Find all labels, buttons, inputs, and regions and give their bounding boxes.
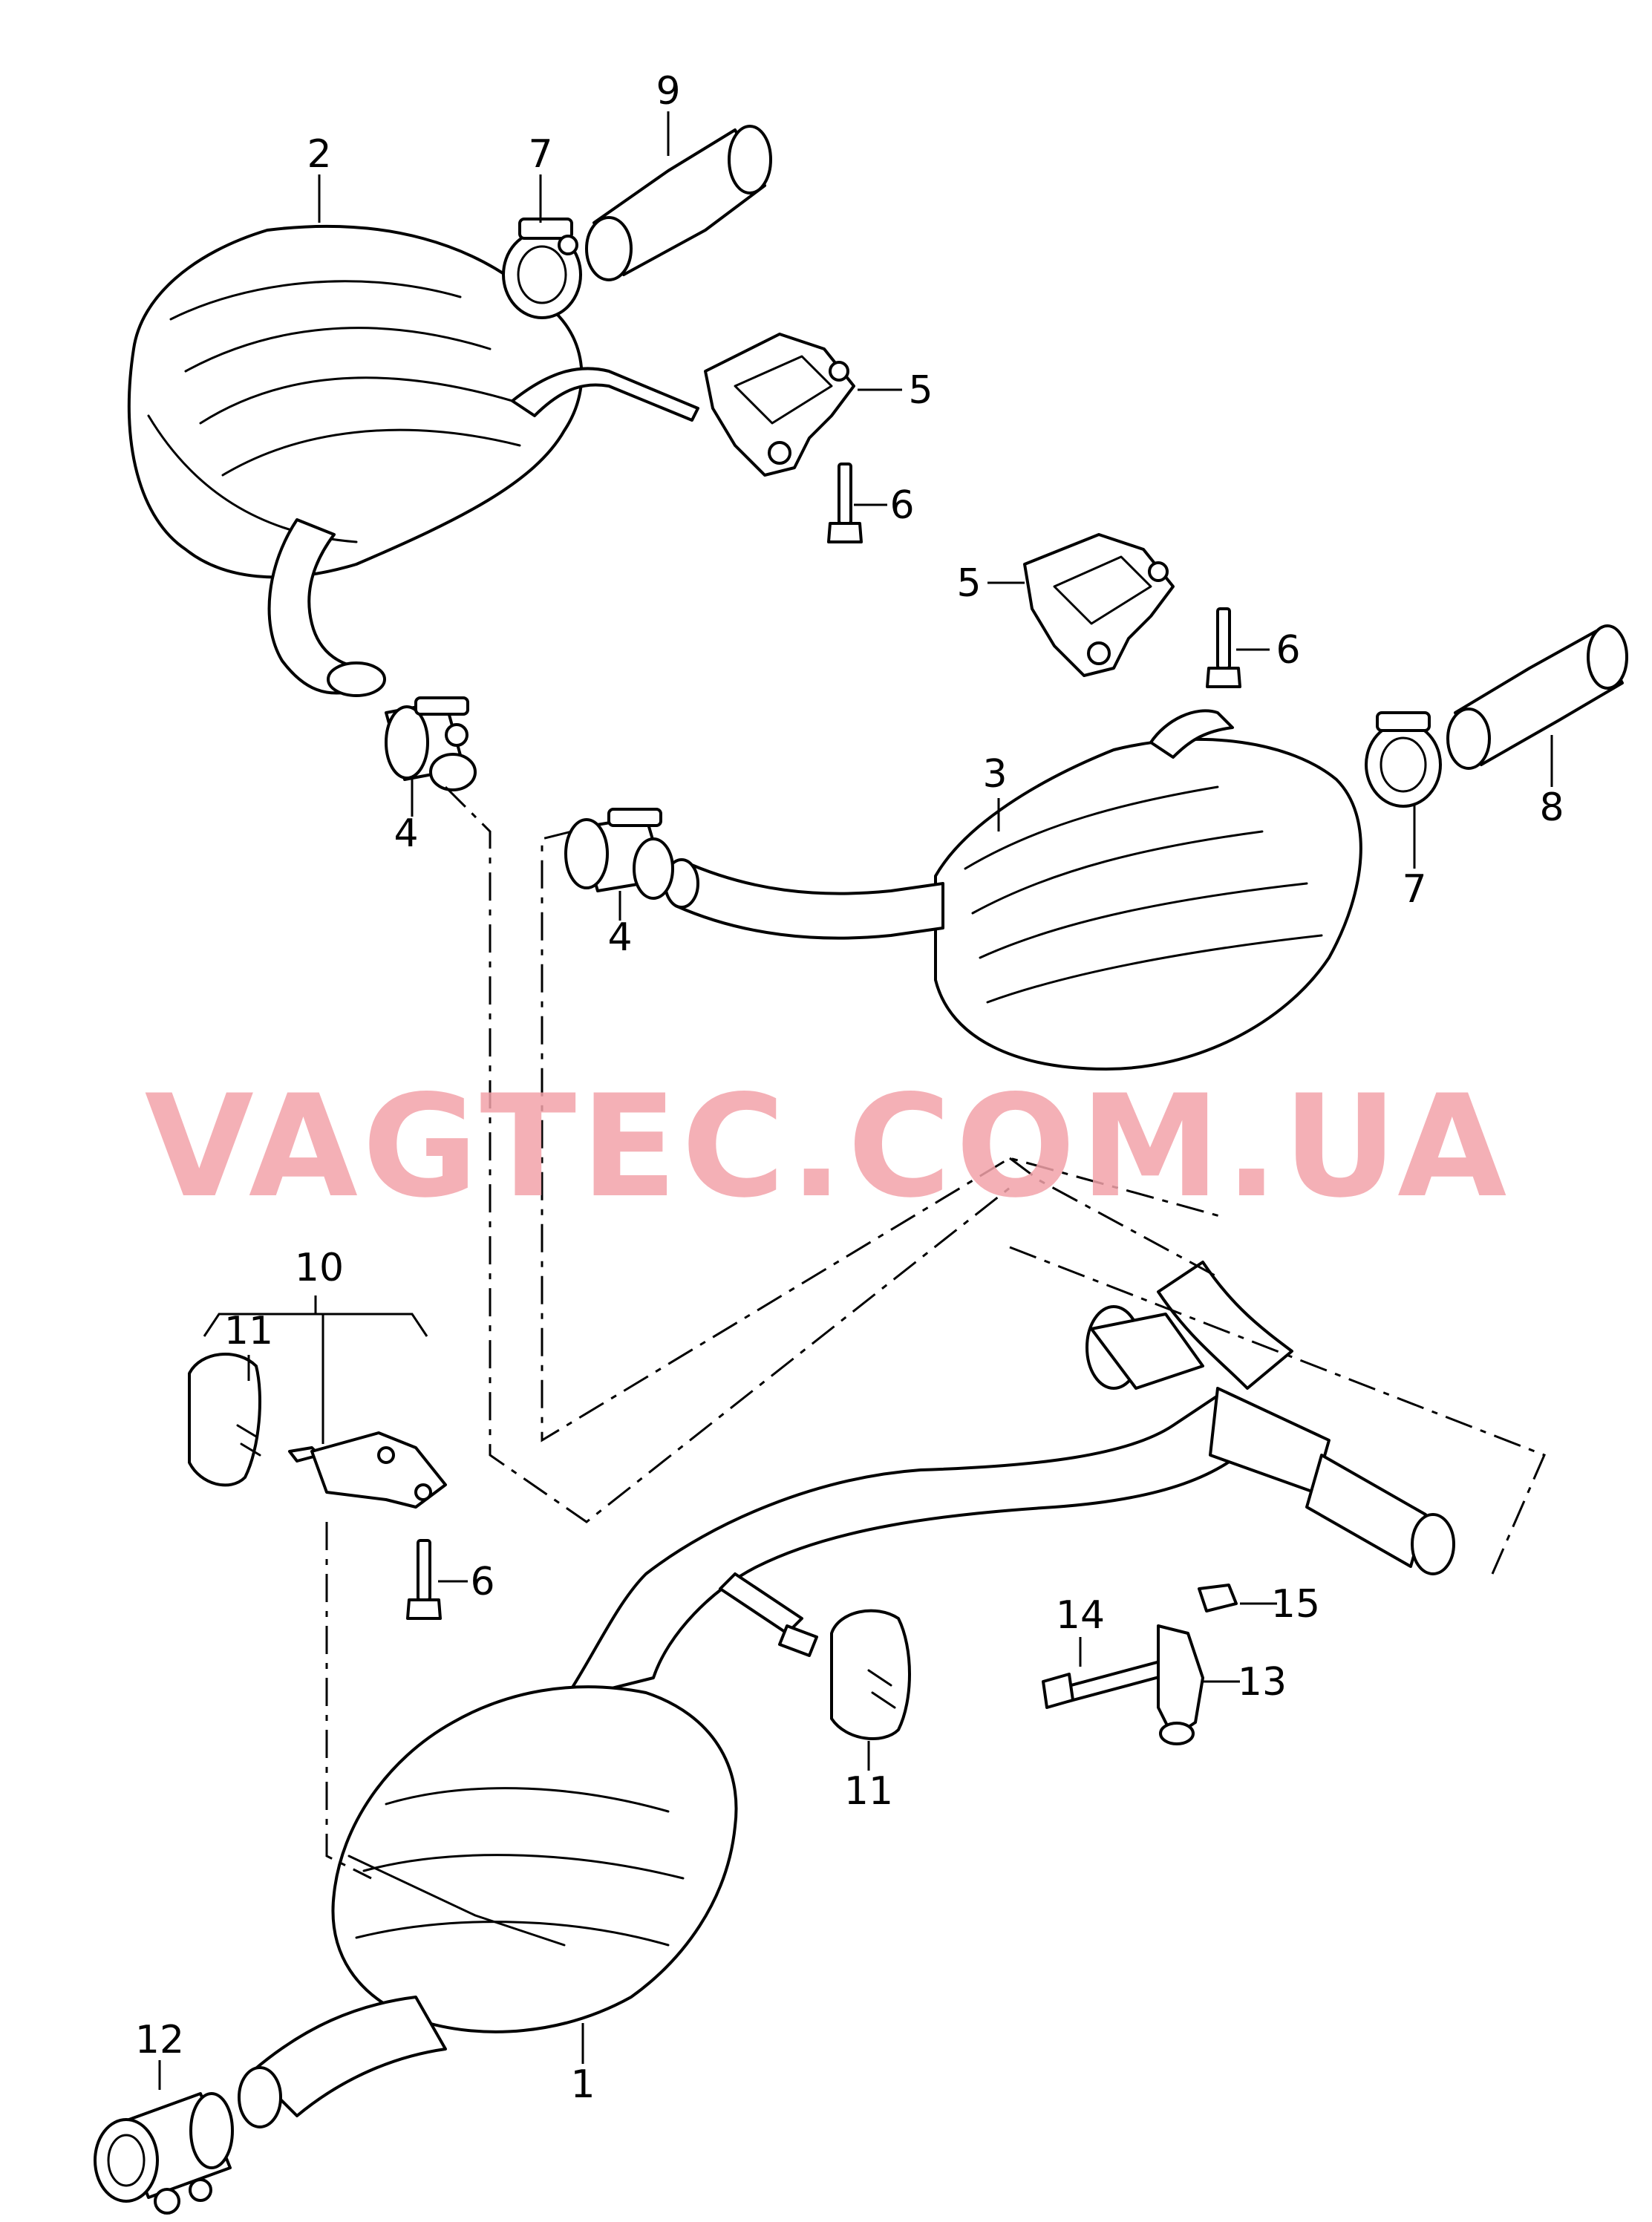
callout-10: 10 xyxy=(295,1246,344,1290)
callout-11-upper: 11 xyxy=(224,1309,273,1353)
callout-6-upper: 6 xyxy=(889,483,914,528)
callout-5-upper: 5 xyxy=(908,368,933,413)
clamp-middle xyxy=(564,808,674,900)
hanger-bracket-upper xyxy=(704,333,855,477)
callout-3: 3 xyxy=(982,752,1007,797)
bolt-lower xyxy=(406,1539,442,1620)
callout-labels: 2 7 9 5 6 4 4 3 5 6 7 8 10 11 6 11 14 15… xyxy=(135,69,1564,2107)
callout-7-upper: 7 xyxy=(528,132,552,177)
callout-15: 15 xyxy=(1271,1582,1320,1627)
callout-12: 12 xyxy=(135,2018,184,2062)
watermark-text: VAGTEC.COM.UA xyxy=(145,1065,1512,1229)
callout-6-lower: 6 xyxy=(470,1560,494,1604)
callout-9: 9 xyxy=(656,69,680,114)
bolt-upper xyxy=(827,463,863,543)
callout-2: 2 xyxy=(307,132,331,177)
callout-7-middle: 7 xyxy=(1402,867,1426,912)
mount-assembly-10 xyxy=(188,1353,447,1509)
clamp-ring-middle xyxy=(1365,711,1442,808)
tailpipe-tip-right xyxy=(1446,624,1628,770)
callout-8: 8 xyxy=(1539,785,1564,830)
tailpipe-tip-upper xyxy=(585,125,772,281)
callout-1: 1 xyxy=(570,2062,595,2107)
callout-13: 13 xyxy=(1238,1660,1287,1705)
alignment-lines xyxy=(325,785,1547,1880)
callout-4-middle: 4 xyxy=(607,915,632,960)
clamp-ring-upper xyxy=(502,218,582,319)
rear-silencer-left xyxy=(127,224,699,697)
leader-lines xyxy=(158,111,1553,2090)
rubber-mount-lower xyxy=(719,1572,911,1740)
center-pipe-assembly xyxy=(238,1261,1455,2128)
callout-6-middle: 6 xyxy=(1276,628,1300,673)
callout-11-lower: 11 xyxy=(844,1769,893,1814)
clamp-front xyxy=(94,2092,234,2215)
bolt-middle xyxy=(1206,607,1241,688)
rear-silencer-right xyxy=(664,709,1362,1071)
callout-4-upper: 4 xyxy=(394,811,418,856)
hanger-bracket-middle xyxy=(1023,533,1175,677)
callout-5-middle: 5 xyxy=(956,561,981,606)
callout-14: 14 xyxy=(1056,1593,1105,1638)
bracket-bolt-nut xyxy=(1042,1584,1238,1745)
clamp-upper xyxy=(385,696,477,791)
